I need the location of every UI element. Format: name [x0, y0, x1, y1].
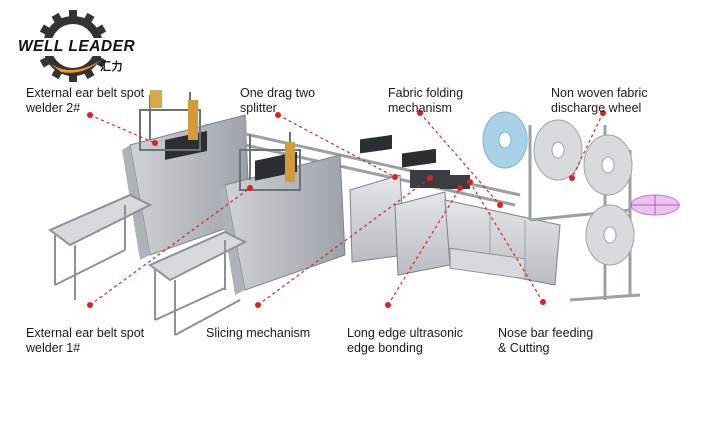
fabric-roll-1	[533, 119, 583, 181]
leader-dots	[87, 110, 606, 308]
logo-chinese-text: 汇力	[100, 61, 123, 73]
logo-brand-text: WELL LEADER	[16, 38, 138, 56]
label-line: Fabric folding	[388, 86, 464, 100]
label-ear-welder-2: External ear belt spot welder 2#	[26, 86, 144, 116]
label-line: External ear belt spot	[26, 86, 145, 100]
main-body	[444, 199, 561, 286]
label-nose-bar: Nose bar feeding & Cutting	[498, 326, 593, 356]
label-line: welder 1#	[26, 341, 81, 355]
ear-welder-2-station	[48, 90, 251, 300]
ear-welder-1-station	[148, 132, 346, 336]
label-slicing: Slicing mechanism	[206, 326, 310, 341]
fabric-roll-3	[585, 204, 635, 266]
fabric-roll-2	[583, 134, 633, 196]
label-long-edge: Long edge ultrasonic edge bonding	[347, 326, 463, 356]
label-line: welder 2#	[26, 101, 81, 115]
label-line: mechanism	[388, 101, 452, 115]
label-line: edge bonding	[347, 341, 423, 355]
label-one-drag-splitter: One drag two splitter	[240, 86, 315, 116]
leader-lines	[89, 112, 604, 306]
label-line: External ear belt spot	[26, 326, 145, 340]
center-cabinets	[349, 134, 470, 276]
label-line: discharge wheel	[551, 101, 642, 115]
label-discharge-wheel: Non woven fabric discharge wheel	[551, 86, 648, 116]
label-line: splitter	[240, 101, 277, 115]
nose-bar-spool	[630, 194, 680, 216]
label-fabric-folding: Fabric folding mechanism	[388, 86, 463, 116]
label-line: Nose bar feeding	[498, 326, 594, 340]
fabric-roll-blue	[482, 111, 528, 169]
label-ear-welder-1: External ear belt spot welder 1#	[26, 326, 144, 356]
label-line: Non woven fabric	[551, 86, 648, 100]
label-line: One drag two	[240, 86, 316, 100]
label-line: & Cutting	[498, 341, 550, 355]
label-line: Long edge ultrasonic	[347, 326, 464, 340]
label-line: Slicing mechanism	[206, 326, 311, 340]
